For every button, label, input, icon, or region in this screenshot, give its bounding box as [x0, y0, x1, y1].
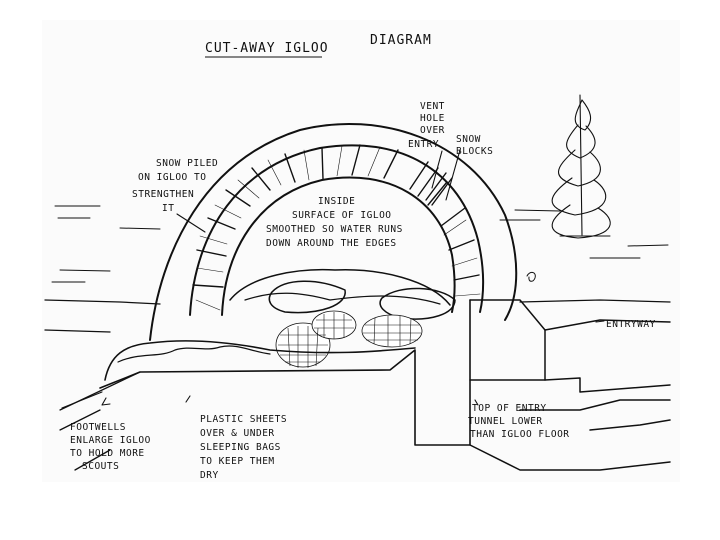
label-vent-1: VENT	[420, 101, 445, 112]
label-plastic-2: OVER & UNDER	[200, 428, 275, 439]
label-snow-piled-3: STRENGTHEN	[132, 189, 194, 200]
label-snow-blocks-1: SNOW	[456, 134, 481, 145]
label-footwells-1: FOOTWELLS	[70, 422, 126, 433]
label-inside-3: SMOOTHED SO WATER RUNS	[266, 224, 403, 235]
label-vent-2: HOLE	[420, 113, 445, 124]
label-snow-piled-4: IT	[162, 203, 174, 214]
label-entryway: ENTRYWAY	[606, 319, 656, 330]
label-plastic-5: DRY	[200, 470, 219, 481]
label-footwells-3: TO HOLD MORE	[70, 448, 145, 459]
label-vent-3: OVER	[420, 125, 445, 136]
title-part1: CUT-AWAY IGLOO	[205, 41, 329, 56]
label-footwells-2: ENLARGE IGLOO	[70, 435, 151, 446]
paper	[42, 20, 680, 482]
label-vent-4: ENTRY	[408, 139, 439, 150]
label-inside-4: DOWN AROUND THE EDGES	[266, 238, 397, 249]
label-inside-2: SURFACE OF IGLOO	[292, 210, 392, 221]
label-footwells-4: SCOUTS	[82, 461, 119, 472]
label-tunnel-3: THAN IGLOO FLOOR	[470, 429, 570, 440]
label-tunnel-2: TUNNEL LOWER	[468, 416, 543, 427]
label-snow-piled-2: ON IGLOO TO	[138, 172, 206, 183]
label-snow-piled-1: SNOW PILED	[156, 158, 218, 169]
label-plastic-4: TO KEEP THEM	[200, 456, 275, 467]
label-inside-1: INSIDE	[318, 196, 355, 207]
label-tunnel-1: TOP OF ENTRY	[472, 403, 547, 414]
title-part2: DIAGRAM	[370, 33, 432, 48]
label-plastic-1: PLASTIC SHEETS	[200, 414, 287, 425]
label-snow-blocks-2: BLOCKS	[456, 146, 493, 157]
label-plastic-3: SLEEPING BAGS	[200, 442, 281, 453]
